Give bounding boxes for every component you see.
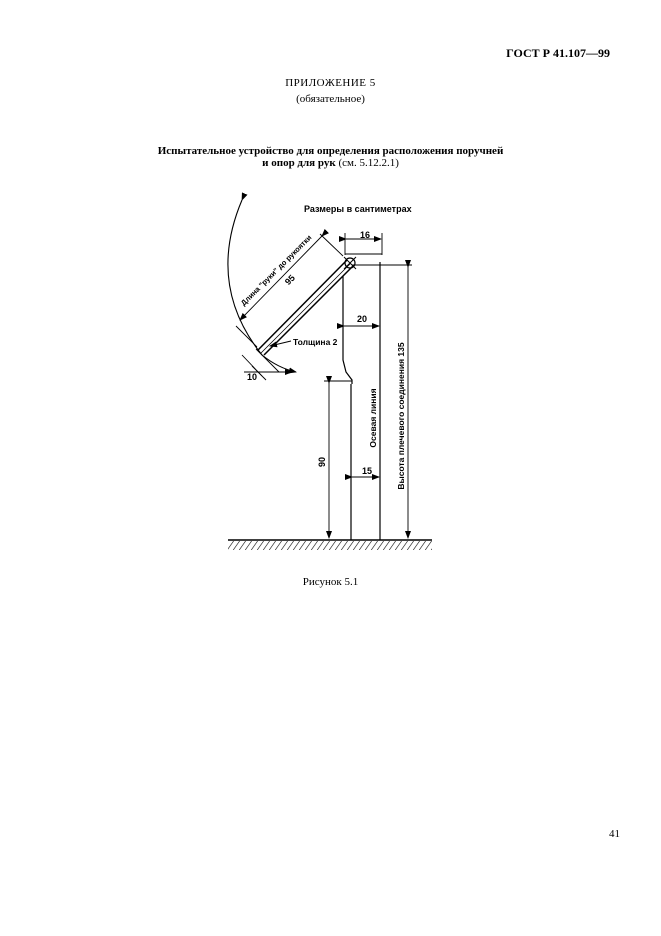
appendix-subtitle: (обязательное) (296, 93, 365, 105)
figure-title-line2-bold: и опор для рук (262, 157, 336, 169)
axis-label: Осевая линия (368, 388, 378, 447)
figure-title-line2: и опор для рук (см. 5.12.2.1) (0, 157, 661, 169)
document-code: ГОСТ Р 41.107—99 (506, 46, 610, 60)
rotation-arrow (227, 192, 297, 374)
figure-caption: Рисунок 5.1 (302, 576, 359, 588)
dim-arm-length: 95 (283, 273, 297, 287)
units-note: Размеры в сантиметрах (304, 204, 412, 214)
dim-arm-offset: 20 (357, 314, 367, 324)
appendix-title: ПРИЛОЖЕНИЕ 5 (285, 77, 376, 89)
dim-top-width: 16 (360, 230, 370, 240)
figure-title-reference: (см. 5.12.2.1) (335, 157, 399, 169)
arm-length-label: Длина "руки" до рукоятки (239, 233, 314, 308)
dim-bottom-width: 10 (247, 372, 257, 382)
shoulder-height-label: Высота плечевого соединения 135 (396, 342, 406, 490)
figure-title-line1: Испытательное устройство для определения… (157, 145, 504, 157)
dim-seat-height: 90 (317, 457, 327, 467)
dim-thickness-label: Толщина 2 (293, 337, 338, 347)
device-structure (257, 253, 412, 540)
page-number: 41 (609, 828, 620, 840)
figure-title: Испытательное устройство для определения… (0, 145, 661, 169)
dim-lower-offset: 15 (362, 466, 372, 476)
ground-hatching (228, 539, 432, 550)
